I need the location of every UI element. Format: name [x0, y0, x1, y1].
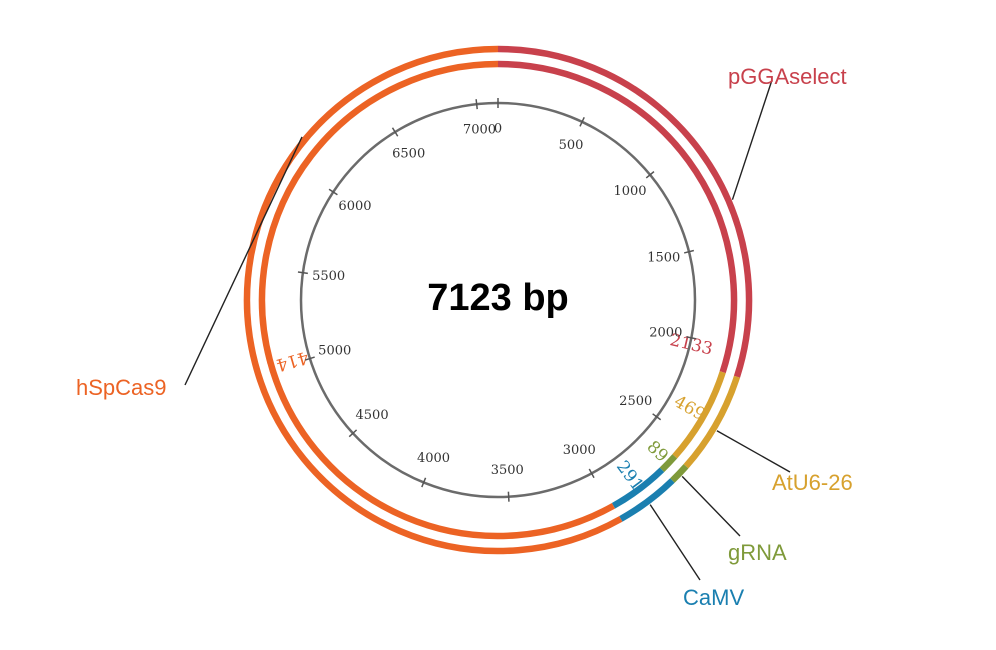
feature-arc-grna-inner	[659, 454, 678, 473]
feature-name-grna: gRNA	[728, 540, 787, 565]
callout-line-grna	[681, 475, 741, 537]
feature-arc-hspcas9-outer	[243, 45, 623, 555]
tick-3500	[507, 491, 510, 502]
tick-5500	[297, 271, 308, 275]
tick-7000	[475, 99, 478, 110]
tick-2500	[652, 413, 662, 421]
tick-6000	[328, 188, 338, 196]
tick-1000	[645, 171, 655, 179]
callout-line-hspcas9	[184, 136, 303, 386]
feature-name-hspcas9: hSpCas9	[76, 375, 167, 400]
ticks-layer: 0 500 1000 1500 2000 2500 3000 3500 4000 4500 5000…	[297, 98, 697, 502]
tick-5000	[304, 356, 315, 361]
feature-arc-pggaselect-inner	[497, 60, 738, 374]
tick-label-5000: 5000	[318, 343, 351, 358]
feature-arc-pggaselect-outer	[497, 45, 753, 378]
tick-3000	[588, 468, 595, 479]
feature-arc-camv-outer	[619, 478, 675, 522]
tick-label-2500: 2500	[619, 394, 652, 409]
feature-arc-atu6-26-inner	[672, 371, 726, 459]
feature-name-camv: CaMV	[683, 585, 744, 610]
feature-arc-atu6-26-outer	[683, 375, 741, 469]
tick-label-7000: 7000	[463, 123, 496, 138]
features-layer: 2133pGGAselect469AtU6-2689gRNA291CaMV414…	[76, 45, 853, 610]
total-length-label: 7123 bp	[427, 277, 569, 319]
feature-arc-hspcas9-inner	[258, 60, 616, 540]
tick-4500	[348, 429, 358, 438]
tick-label-500: 500	[559, 138, 584, 153]
tick-label-3000: 3000	[563, 443, 596, 458]
tick-label-6500: 6500	[392, 147, 425, 162]
tick-1500	[683, 249, 695, 254]
tick-label-4500: 4500	[356, 408, 389, 423]
tick-label-4000: 4000	[417, 451, 450, 466]
tick-6500	[391, 127, 399, 137]
feature-name-atu6-26: AtU6-26	[772, 470, 853, 495]
tick-label-1500: 1500	[647, 251, 680, 266]
tick-label-5500: 5500	[312, 269, 345, 284]
feature-arc-camv-inner	[611, 467, 665, 509]
tick-label-6000: 6000	[338, 199, 371, 214]
tick-500	[579, 117, 585, 127]
callout-line-atu6-26	[716, 430, 791, 473]
tick-4000	[421, 477, 427, 488]
tick-label-3500: 3500	[491, 463, 524, 478]
tick-label-0: 0	[494, 122, 502, 137]
feature-name-pggaselect: pGGAselect	[728, 64, 847, 89]
tick-label-2000: 2000	[649, 325, 682, 340]
feature-arc-grna-outer	[670, 464, 689, 483]
tick-2000	[686, 336, 697, 340]
tick-label-1000: 1000	[613, 184, 646, 199]
callout-line-camv	[649, 504, 701, 581]
callout-line-pggaselect	[731, 79, 773, 200]
